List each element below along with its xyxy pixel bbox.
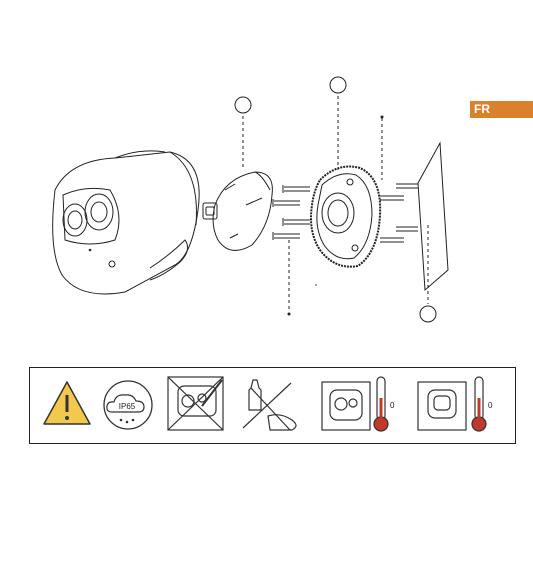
ip65-icon: IP65 bbox=[104, 381, 152, 429]
screws-right bbox=[380, 184, 418, 242]
warning-icon bbox=[44, 382, 90, 424]
camera-illustration bbox=[53, 151, 200, 294]
screws-left bbox=[273, 185, 310, 240]
camera-temperature-icon bbox=[322, 377, 388, 431]
thermo-right-value: 0 bbox=[488, 401, 493, 410]
base-temperature-icon bbox=[418, 377, 486, 431]
no-disassemble-icon bbox=[168, 377, 223, 430]
exploded-diagram bbox=[0, 0, 533, 360]
wall-plate-illustration bbox=[418, 143, 448, 290]
warning-icons-box: IP65 0 bbox=[29, 367, 516, 444]
callout-circle-a bbox=[235, 97, 251, 113]
gear-base-illustration bbox=[311, 167, 380, 267]
callout-circle-b bbox=[330, 77, 346, 93]
no-solvent-icon bbox=[243, 380, 296, 430]
callout-circle-c bbox=[420, 306, 436, 322]
mount-cap-illustration bbox=[203, 172, 272, 250]
thermo-left-value: 0 bbox=[390, 401, 395, 410]
ip65-label: IP65 bbox=[119, 402, 136, 411]
